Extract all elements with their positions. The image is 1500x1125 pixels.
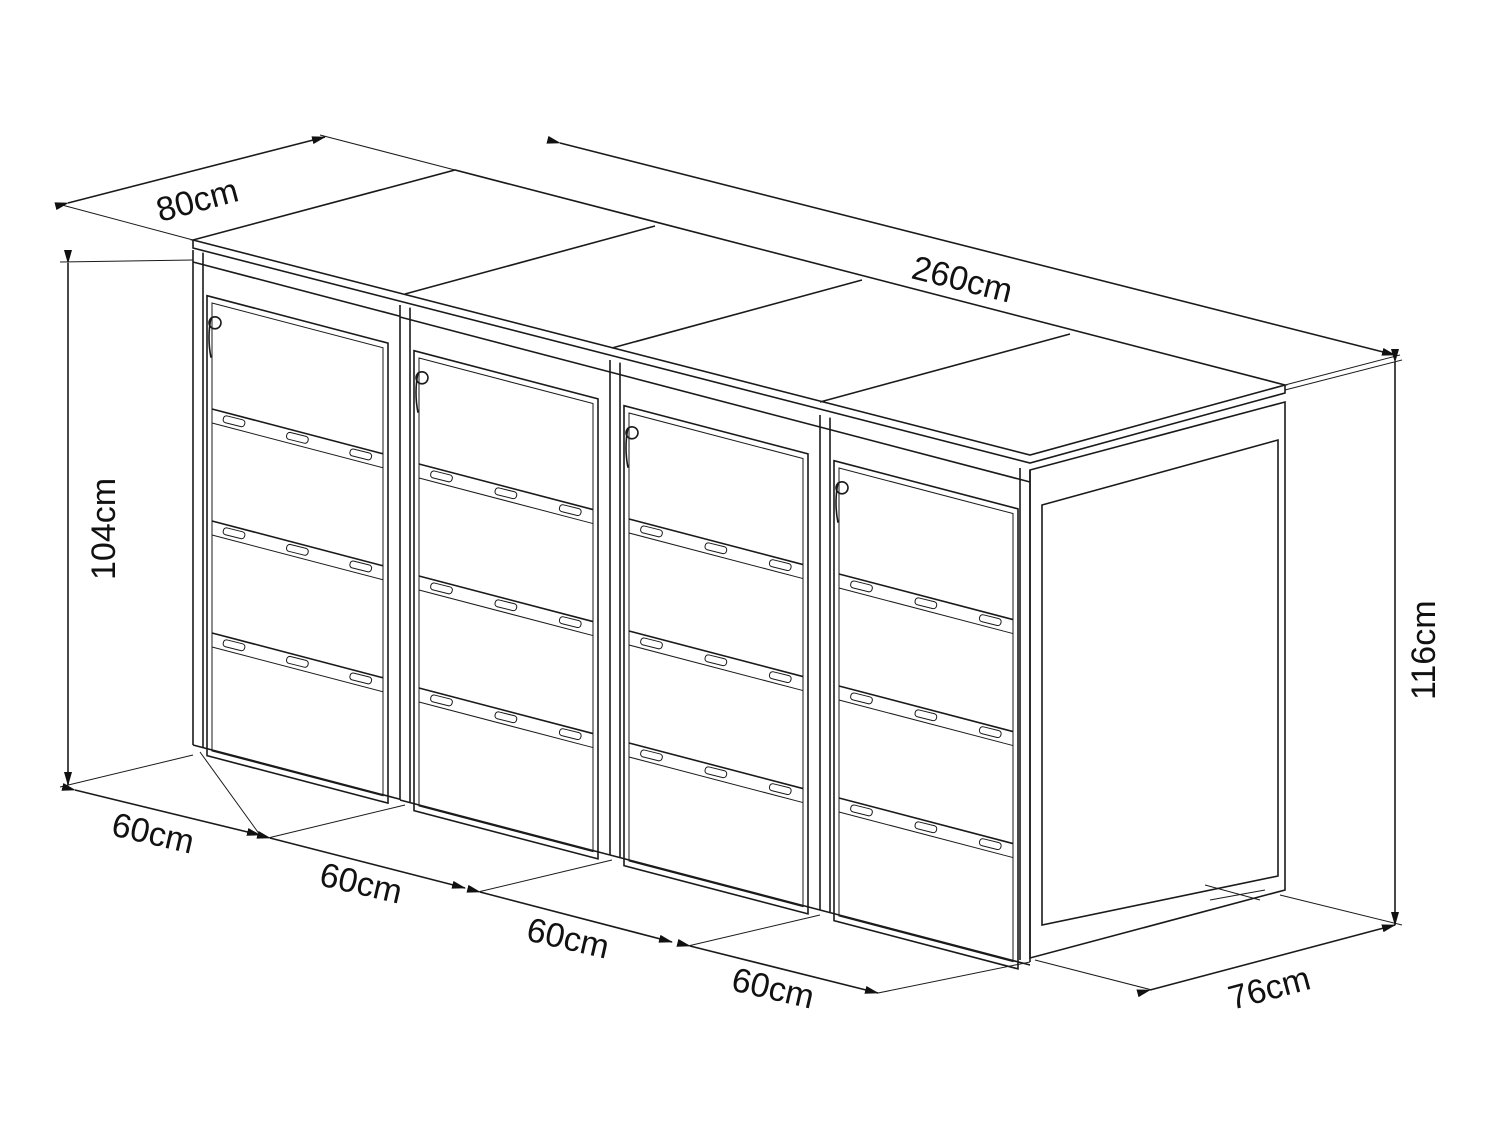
door-panel <box>833 459 1019 970</box>
frame-bottom <box>609 854 821 911</box>
door-slat <box>838 797 1014 845</box>
door-slat <box>418 477 594 525</box>
side-panel-inner <box>1041 438 1279 926</box>
vent-slot <box>978 614 1002 627</box>
door-slat <box>838 685 1014 733</box>
vent-slot <box>850 580 873 593</box>
label-bin-width-4: 60cm <box>728 961 818 1017</box>
vent-slot <box>850 804 873 817</box>
vent-slot <box>768 783 792 796</box>
dimension-lines <box>54 134 1403 998</box>
vent-slot <box>768 671 792 684</box>
vent-slot <box>222 527 246 540</box>
frame-bottom <box>399 799 611 856</box>
door-slat <box>211 520 384 567</box>
door-inner <box>211 302 384 797</box>
door-slat <box>211 646 384 693</box>
vent-slot <box>640 525 663 538</box>
vent-slot <box>850 692 873 705</box>
vent-slot <box>978 726 1002 739</box>
door-panel <box>623 404 809 915</box>
door-slat <box>838 699 1014 747</box>
door-handle <box>835 482 839 523</box>
door-slat <box>418 589 594 637</box>
vent-slot <box>349 448 373 461</box>
door-slat <box>628 630 804 678</box>
label-bin-width-2: 60cm <box>316 856 406 912</box>
frame-rail <box>819 426 1031 483</box>
vent-slot <box>494 487 518 500</box>
vent-slot <box>349 672 373 685</box>
vent-slot <box>914 821 938 834</box>
label-back-height: 116cm <box>1405 600 1443 700</box>
vent-slot <box>704 766 728 779</box>
vent-slot <box>285 431 309 444</box>
door-panel <box>413 349 599 860</box>
label-bin-width-3: 60cm <box>523 911 613 967</box>
vent-slot <box>704 542 728 555</box>
vent-slot <box>430 582 453 595</box>
door-handle <box>625 427 629 468</box>
vent-slot <box>558 728 582 741</box>
vent-slot <box>704 654 728 667</box>
door-slat <box>838 587 1014 635</box>
label-front-height: 104cm <box>85 478 123 580</box>
door-slat <box>628 742 804 790</box>
door-slat <box>838 573 1014 621</box>
vent-slot <box>494 711 518 724</box>
lock-icon <box>625 425 639 440</box>
door-slat <box>418 575 594 623</box>
vent-slot <box>558 504 582 517</box>
door-slat <box>628 518 804 566</box>
door-slat <box>838 811 1014 859</box>
label-lid-depth: 80cm <box>152 172 242 230</box>
vent-slot <box>978 838 1002 851</box>
frame-bottom <box>192 744 401 801</box>
vent-slot <box>285 543 309 556</box>
vent-slot <box>430 694 453 707</box>
door-slat <box>211 422 384 469</box>
vent-slot <box>222 415 246 428</box>
door-slat <box>418 463 594 511</box>
label-base-depth: 76cm <box>1224 960 1314 1018</box>
door-slat <box>628 644 804 692</box>
vent-slot <box>430 470 453 483</box>
frame-bottom <box>819 909 1031 966</box>
lock-icon <box>415 370 429 385</box>
bin-fronts <box>192 250 1031 970</box>
door-slat <box>211 408 384 455</box>
lock-icon <box>835 480 849 495</box>
vent-slot <box>558 616 582 629</box>
door-slat <box>628 532 804 580</box>
vent-slot <box>640 637 663 650</box>
vent-slot <box>494 599 518 612</box>
door-panel <box>206 294 389 805</box>
door-slat <box>211 632 384 679</box>
vent-slot <box>640 749 663 762</box>
door-slat <box>211 534 384 581</box>
door-slat <box>418 687 594 735</box>
frame-rail <box>609 371 821 428</box>
door-inner <box>838 467 1014 963</box>
vent-slot <box>768 559 792 572</box>
label-bin-width-1: 60cm <box>108 806 198 862</box>
door-handle <box>208 317 212 358</box>
door-inner <box>418 357 594 853</box>
door-handle <box>415 372 419 413</box>
vent-slot <box>914 709 938 722</box>
frame-rail <box>399 316 611 373</box>
vent-slot <box>914 597 938 610</box>
door-slat <box>628 756 804 804</box>
vent-slot <box>349 560 373 573</box>
lock-icon <box>208 315 222 330</box>
vent-slot <box>285 655 309 668</box>
door-slat <box>418 701 594 749</box>
frame-rail <box>192 261 401 318</box>
door-inner <box>628 412 804 908</box>
vent-slot <box>222 639 246 652</box>
